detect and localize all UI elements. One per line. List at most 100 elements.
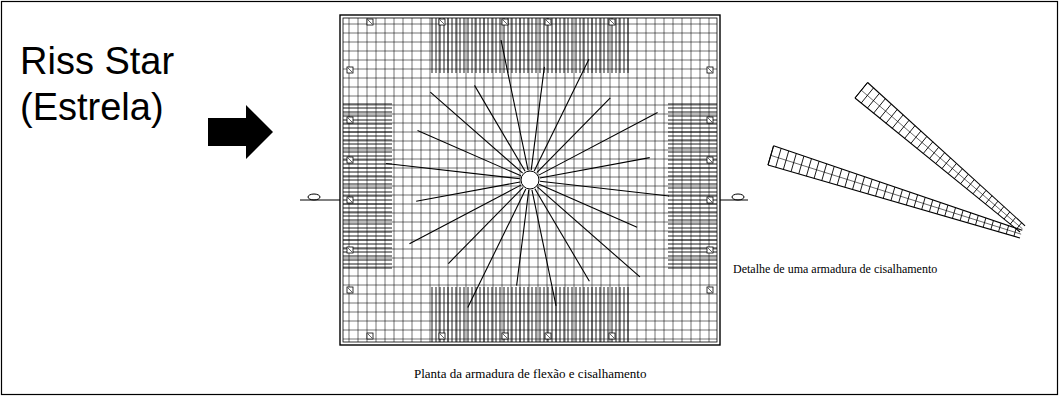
edge-band-bar [532,18,533,73]
flexure-bar [520,18,521,342]
edge-band-bar [343,108,392,109]
flexure-bar [457,18,458,342]
edge-band-bar [540,18,541,73]
edge-band-bar [548,18,549,73]
edge-band-bar [604,18,605,73]
ladder-rung [998,207,1004,214]
edge-band-bar [600,18,601,73]
bar-mark [348,68,352,72]
ladder-rung [1014,228,1016,236]
ladder-rung [867,93,879,108]
edge-band-bar [343,180,392,181]
edge-band-bar [496,287,497,342]
edge-band-bar [452,18,453,73]
edge-band-bar [472,18,473,73]
section-marker [732,194,744,200]
edge-band-bar [343,116,392,117]
bar-mark [347,117,353,123]
flexure-bar [619,18,620,342]
edge-band-bar [484,287,485,342]
bar-mark [708,158,712,162]
ladder-rail [861,90,1022,229]
bar-mark [347,247,353,253]
bar-mark [545,19,551,25]
edge-band-bar [343,212,392,213]
edge-band-bar [512,18,513,73]
edge-band-bar [668,216,717,217]
star-shear-bar [537,187,640,277]
edge-band-bar [343,228,392,229]
slab-plan [300,15,748,345]
ladder-rail [855,98,1020,232]
edge-band-bar [452,287,453,342]
figure-caption: Planta da armadura de flexão e cisalhame… [414,366,646,382]
ladder-rung [1004,212,1010,219]
edge-band-bar [460,287,461,342]
edge-band-bar [560,287,561,342]
edge-band-bar [343,204,392,205]
edge-band-bar [552,287,553,342]
bar-mark [609,19,615,25]
bar-mark [546,20,550,24]
shear-reinforcement-detail [768,82,1025,238]
ladder-rail [771,155,1021,234]
flexure-bar [343,240,717,241]
star-shear-bar [448,187,523,263]
edge-band-bar [668,212,717,213]
edge-band-bar [668,256,717,257]
edge-band-bar [492,287,493,342]
ladder-rung [899,190,903,203]
ladder-rung [945,205,948,216]
flexure-bar [343,285,717,286]
ladder-rung [814,161,819,178]
bar-mark [503,20,507,24]
star-shear-bar [534,59,589,171]
flexure-bar [343,213,717,214]
flexure-bar [421,18,422,342]
ladder-rail [774,146,1023,231]
ladder-rung [783,151,788,170]
edge-band-bar [608,18,609,73]
flexure-bar [556,18,557,342]
ladder-rung [791,154,796,172]
ladder-rail [768,165,1020,238]
bar-mark [439,19,445,25]
edge-band-bar [343,168,392,169]
edge-band-bar [343,232,392,233]
ladder-rung [922,197,926,209]
edge-band-bar [568,287,569,342]
star-shear-bar [386,164,520,179]
edge-band-bar [544,287,545,342]
edge-band-bar [604,287,605,342]
ladder-rung [860,177,864,192]
edge-band-bar [468,18,469,73]
edge-band-bar [596,18,597,73]
ladder-rung [929,200,932,212]
edge-band-bar [472,287,473,342]
ladder-rung [886,109,897,123]
flexure-bar [628,18,629,342]
flexure-bar [343,339,717,340]
edge-band-bar [580,18,581,73]
flexure-bar [343,33,717,34]
edge-band-bar [343,256,392,257]
edge-band-bar [343,236,392,237]
edge-band-bar [343,112,392,113]
ladder-rung [942,158,951,169]
edge-band-bar [564,18,565,73]
flexure-bar [574,18,575,342]
ladder-rung [768,146,774,165]
edge-band-bar [516,287,517,342]
edge-band-bar [572,18,573,73]
edge-band-bar [343,136,392,137]
ladder-rung [975,215,978,225]
edge-band-bar [668,104,717,105]
edge-band-bar [468,287,469,342]
edge-band-bar [668,192,717,193]
bar-mark [610,20,614,24]
bar-mark [367,19,373,25]
flexure-bar [343,249,717,250]
edge-band-bar [668,188,717,189]
edge-band-bar [448,18,449,73]
edge-band-bar [668,148,717,149]
